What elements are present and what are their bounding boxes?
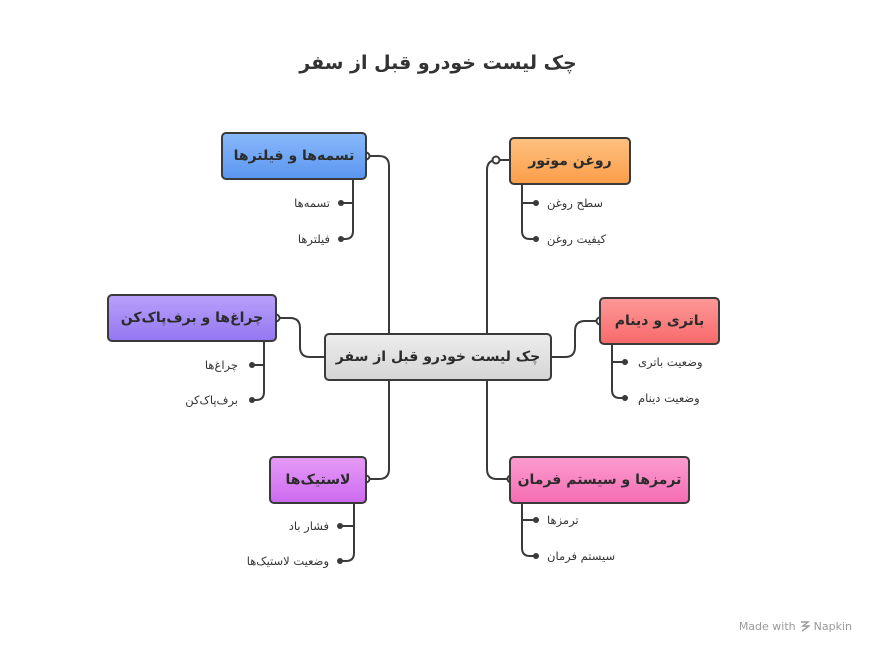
napkin-watermark[interactable]: Made with Napkin	[739, 620, 852, 633]
leaf-tire-condition: وضعیت لاستیک‌ها	[246, 554, 329, 568]
center-node: چک لیست خودرو قبل از سفر	[324, 333, 552, 381]
leaf-oil-quality: کیفیت روغن	[547, 232, 607, 246]
branch-belts-filters: تسمه‌ها و فیلترها	[221, 132, 367, 180]
branch-brakes-steering: ترمزها و سیستم فرمان	[509, 456, 690, 504]
leaf-wipers: برف‌پاک‌کن	[185, 393, 238, 407]
leaf-brakes: ترمزها	[547, 513, 579, 527]
napkin-icon	[800, 621, 810, 632]
diagram-title: چک لیست خودرو قبل از سفر	[299, 52, 577, 74]
branch-battery-alternator: باتری و دینام	[599, 297, 720, 345]
leaf-filters: فیلترها	[297, 232, 330, 246]
leaf-alternator-status: وضعیت دینام	[638, 391, 700, 405]
branch-lights-wipers: چراغ‌ها و برف‌پاک‌کن	[107, 294, 277, 342]
branch-engine-oil: روغن موتور	[509, 137, 631, 185]
leaf-belts: تسمه‌ها	[294, 196, 330, 210]
leaf-lights: چراغ‌ها	[204, 358, 238, 372]
branch-tires: لاستیک‌ها	[269, 456, 367, 504]
watermark-brand: Napkin	[813, 620, 852, 633]
leaf-steering-system: سیستم فرمان	[547, 549, 616, 563]
leaf-tire-pressure: فشار باد	[288, 519, 329, 533]
watermark-text: Made with	[738, 620, 796, 633]
leaf-oil-level: سطح روغن	[547, 196, 604, 210]
leaf-battery-status: وضعیت باتری	[638, 355, 703, 369]
